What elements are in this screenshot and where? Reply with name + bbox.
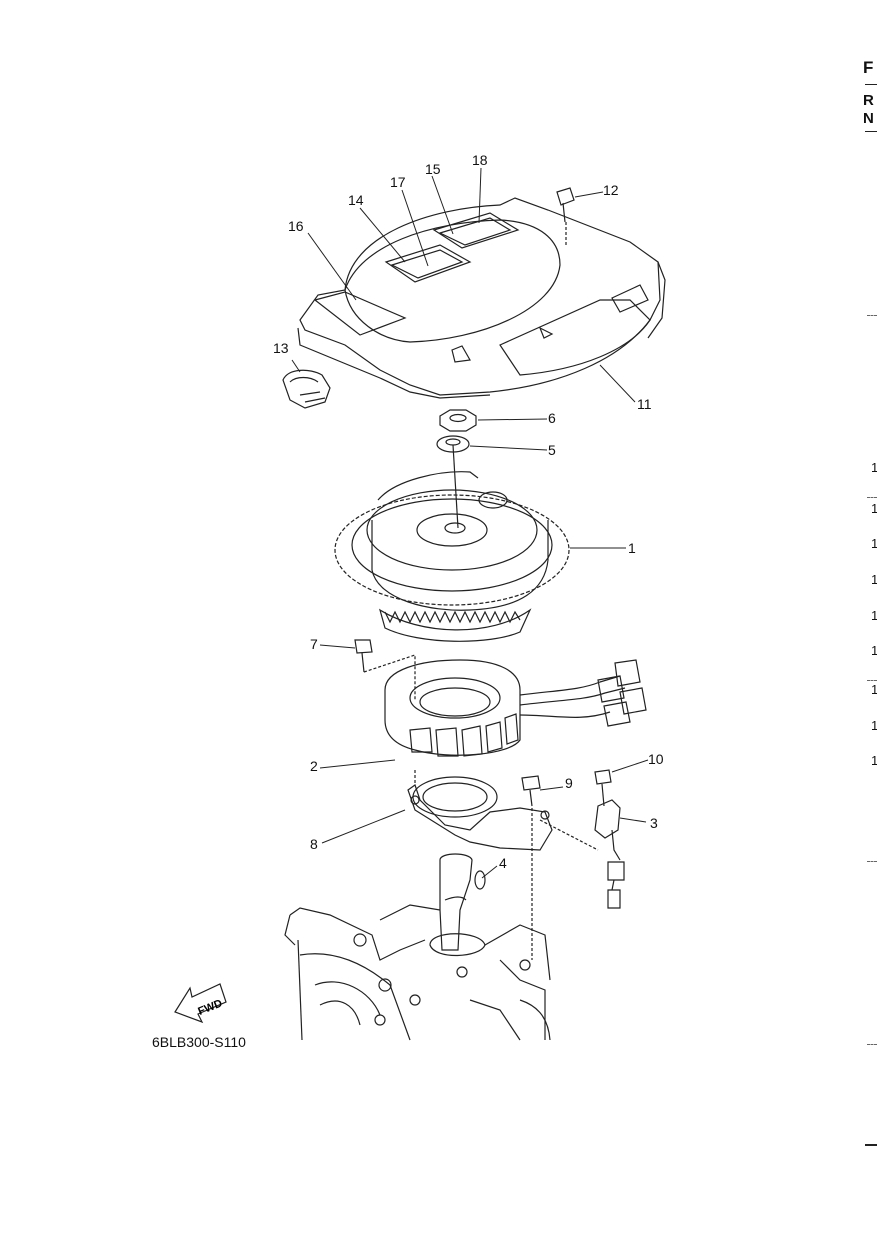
edge-rule	[865, 131, 877, 132]
fwd-label: FWD	[196, 997, 224, 1018]
edge-letter-n: N	[863, 110, 874, 127]
flywheel	[334, 444, 570, 642]
callout-13: 13	[273, 340, 289, 356]
edge-dash	[867, 497, 877, 498]
edge-num: 1	[871, 644, 877, 657]
callout-11: 11	[637, 396, 652, 412]
edge-letter-r: R	[863, 92, 874, 109]
edge-num: 1	[871, 537, 877, 550]
callout-18: 18	[472, 152, 488, 168]
edge-num: 1	[871, 461, 877, 474]
woodruff-key	[474, 870, 486, 890]
pulser-coil	[539, 799, 625, 909]
edge-letter-f: F	[863, 59, 874, 76]
bolt-10	[594, 769, 612, 807]
callout-1: 1	[628, 540, 636, 556]
diagram-code: 6BLB300-S110	[152, 1034, 246, 1050]
callout-10: 10	[648, 751, 664, 767]
callout-5: 5	[548, 442, 556, 458]
nut-6	[439, 409, 477, 432]
edge-num: 1	[871, 754, 877, 767]
edge-dash	[867, 861, 877, 862]
callout-14: 14	[348, 192, 364, 208]
stator	[384, 659, 647, 757]
stator-bracket	[407, 770, 553, 851]
callout-12: 12	[603, 182, 619, 198]
fwd-arrow-icon	[174, 983, 227, 1024]
edge-dash	[867, 1044, 877, 1045]
callout-4: 4	[499, 855, 507, 871]
leader-lines	[291, 167, 649, 879]
flywheel-cover	[297, 197, 666, 399]
edge-num: 1	[871, 502, 877, 515]
callout-9: 9	[565, 775, 573, 791]
edge-num: 1	[871, 683, 877, 696]
edge-num: 1	[871, 609, 877, 622]
crankcase	[284, 853, 551, 1041]
edge-num: 1	[871, 719, 877, 732]
edge-dash	[867, 315, 877, 316]
callout-17: 17	[390, 174, 406, 190]
edge-rule	[865, 1144, 877, 1146]
callout-7: 7	[310, 636, 318, 652]
callout-16: 16	[288, 218, 304, 234]
callout-15: 15	[425, 161, 441, 177]
bolt-9	[521, 775, 541, 960]
callout-6: 6	[548, 410, 556, 426]
bolt-7	[354, 639, 416, 700]
clamp-13	[282, 369, 331, 409]
bolt-12	[556, 187, 575, 245]
callout-8: 8	[310, 836, 318, 852]
edge-dash	[867, 680, 877, 681]
edge-num: 1	[871, 573, 877, 586]
callout-3: 3	[650, 815, 658, 831]
callout-2: 2	[310, 758, 318, 774]
edge-rule	[865, 84, 877, 85]
